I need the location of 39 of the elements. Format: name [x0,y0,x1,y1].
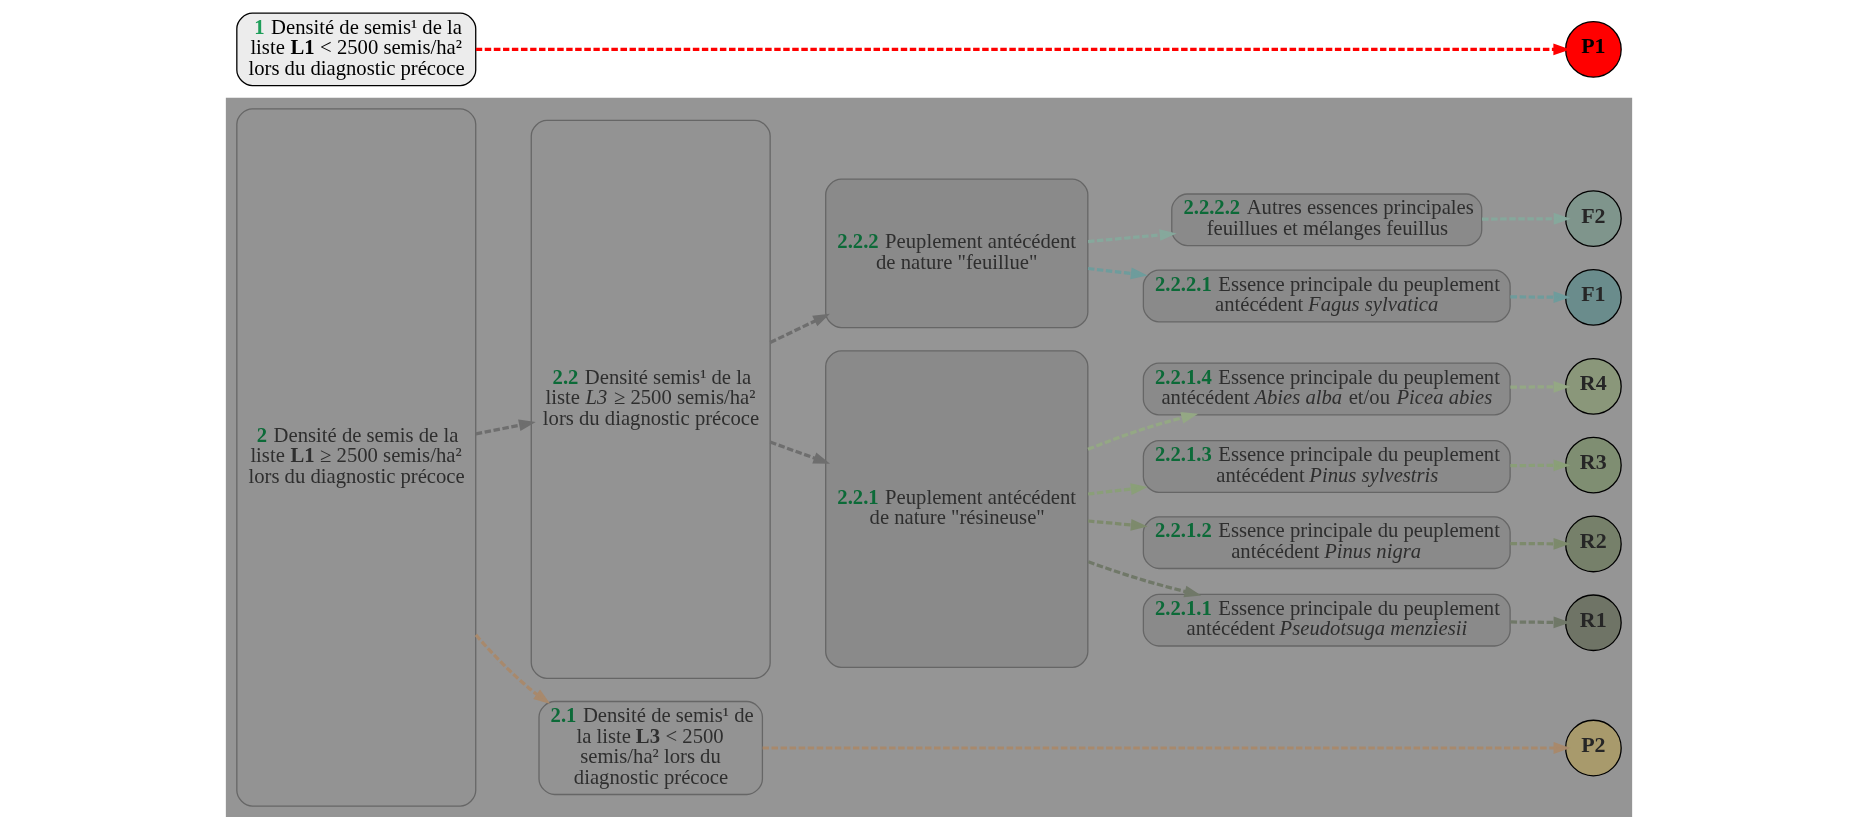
arrow [1481,212,1571,225]
arrow [1087,560,1201,598]
arrow [1509,380,1570,393]
node-circle: R1 [1564,594,1622,652]
node-box: 2.2.2.2 Autres essences principales feuillues et mélanges feuillus [1170,193,1482,247]
arrow [1509,537,1570,550]
node-circle: R3 [1564,436,1622,494]
arrow [1509,459,1570,472]
arrow [769,313,830,344]
node-box: 2.2.1.1 Essence principale du peuplement antécédent Pseudotsuga menziesii [1142,593,1511,647]
node-box: 2.2.1.2 Essence principale du peuplement antécédent Pinus nigra [1142,516,1511,570]
arrow [474,633,550,704]
node-box: 2.2.1.4 Essence principale du peuplement antécédent Abies alba et/ou Picea abies [1142,362,1511,416]
node-circle: P2 [1564,719,1622,777]
arrow [475,43,1570,56]
node-circle: R2 [1564,515,1622,573]
arrow [769,440,830,464]
arrow [1087,519,1148,531]
arrow [762,742,1570,754]
node-circle: P1 [1564,20,1622,78]
node-box: 2.2.2 Peuplement antécédent de nature "feuillue" [824,178,1088,329]
node-circle: R4 [1564,358,1622,415]
node-box: 2 Densité de semis de la liste L1 ≥ 2500 semis/ha² lors du diagnostic précoce [235,108,476,807]
arrow [1087,229,1177,244]
arrow [1509,291,1570,304]
node-box: 2.2.1 Peuplement antécédent de nature "résineuse" [824,350,1088,668]
node-box: 2.1 Densité de semis¹ de la liste L3 < 2500 semis/ha² lors du diagnostic précoce [537,700,763,796]
node-box: 2.2.2.1 Essence principale du peuplement antécédent Fagus sylvatica [1142,269,1511,323]
arrow [1509,616,1570,629]
node-circle: F1 [1564,268,1622,326]
node-circle: F2 [1564,190,1622,247]
arrow [1086,412,1198,451]
node-box: 2.2.1.3 Essence principale du peuplement antécédent Pinus sylvestris [1142,440,1511,493]
arrow [1087,266,1148,280]
arrow [1087,483,1148,496]
node-box: 2.2 Densité semis¹ de la liste L3 ≥ 2500 semis/ha² lors du diagnostic précoce [530,119,771,679]
arrow [475,419,536,436]
cluster [225,97,1632,818]
node-box: 1 Densité de semis¹ de la liste L1 < 2500 semis/ha² lors du diagnostic précoce [235,12,476,87]
